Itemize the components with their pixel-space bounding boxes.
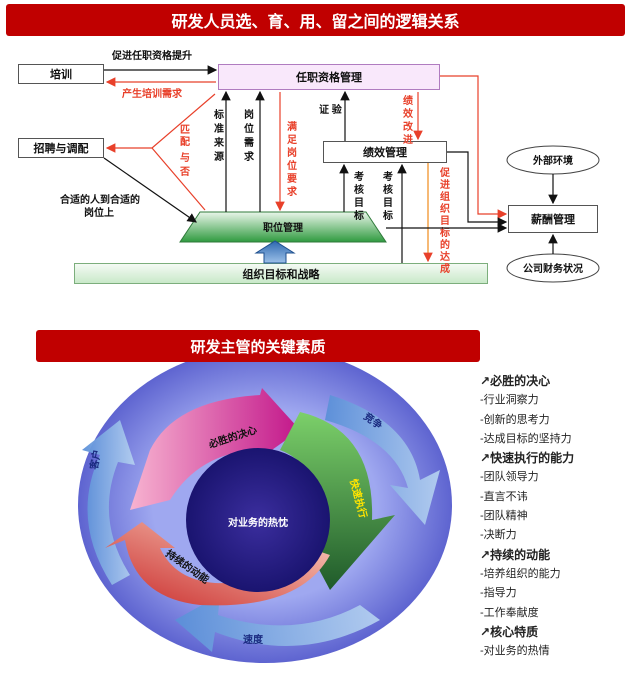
trait-item: 团队精神 bbox=[480, 507, 630, 526]
center-core bbox=[186, 448, 330, 592]
trait-item: 直言不讳 bbox=[480, 488, 630, 507]
svg-text:位: 位 bbox=[287, 159, 297, 172]
svg-text:织: 织 bbox=[440, 202, 450, 215]
train-demand-label: 产生培训需求 bbox=[122, 87, 183, 100]
trait-item: 达成目标的坚持力 bbox=[480, 430, 630, 449]
svg-text:核: 核 bbox=[354, 183, 364, 196]
svg-text:满: 满 bbox=[287, 120, 297, 133]
finance-label: 公司财务状况 bbox=[523, 262, 583, 275]
win-segment bbox=[130, 388, 300, 510]
svg-text:足: 足 bbox=[287, 134, 298, 146]
svg-text:考: 考 bbox=[354, 170, 364, 183]
satisfy-label: 满 足 岗 位 要 求 bbox=[287, 120, 298, 198]
svg-text:配: 配 bbox=[180, 136, 190, 148]
trait-item: 决断力 bbox=[480, 526, 630, 545]
svg-text:绩: 绩 bbox=[403, 94, 413, 107]
svg-text:与: 与 bbox=[180, 151, 190, 164]
external-label: 外部环境 bbox=[532, 154, 573, 167]
svg-text:组: 组 bbox=[440, 190, 450, 203]
svg-text:目: 目 bbox=[440, 215, 450, 227]
compete-arrow bbox=[325, 395, 440, 525]
trait-item: 行业洞察力 bbox=[480, 391, 630, 410]
speed-label: 速度 bbox=[243, 633, 264, 646]
svg-text:考: 考 bbox=[383, 170, 393, 183]
top-title-banner: 研发人员选、育、用、留之间的逻辑关系 bbox=[6, 4, 625, 36]
svg-text:要: 要 bbox=[287, 173, 297, 185]
trait-item: 培养组织的能力 bbox=[480, 565, 630, 584]
assess1-label: 考 核 目 标 bbox=[353, 170, 364, 222]
right-person-label-2: 岗位上 bbox=[84, 206, 114, 219]
customer-label: 客户 bbox=[87, 449, 103, 472]
svg-text:的: 的 bbox=[440, 238, 450, 251]
speed-arrow bbox=[175, 595, 380, 652]
std-source-label: 标 准 来 源 bbox=[213, 108, 225, 163]
performance-box: 绩效管理 bbox=[323, 141, 447, 163]
promote-qual-label: 促进任职资格提升 bbox=[111, 49, 192, 62]
svg-text:位: 位 bbox=[244, 122, 254, 135]
svg-text:进: 进 bbox=[403, 133, 413, 146]
quality-cycle bbox=[78, 347, 452, 663]
svg-text:改: 改 bbox=[403, 120, 414, 133]
qualification-box: 任职资格管理 bbox=[218, 64, 440, 90]
strategy-up-arrow bbox=[254, 240, 296, 264]
svg-text:源: 源 bbox=[214, 150, 224, 163]
svg-text:标: 标 bbox=[353, 209, 364, 222]
svg-text:达: 达 bbox=[440, 250, 450, 263]
svg-text:促: 促 bbox=[439, 166, 451, 179]
post-demand-label: 岗 位 需 求 bbox=[244, 108, 255, 163]
mid-title-banner: 研发主管的关键素质 bbox=[36, 330, 480, 362]
salary-box: 薪酬管理 bbox=[508, 205, 598, 233]
trait-heading: 快速执行的能力 bbox=[480, 449, 630, 468]
position-label: 职位管理 bbox=[263, 221, 303, 234]
perf-improve-label: 绩 效 改 进 bbox=[403, 94, 414, 146]
match-label: 匹 配 与 否 bbox=[179, 124, 190, 178]
svg-text:匹: 匹 bbox=[180, 124, 190, 136]
trait-item: 指导力 bbox=[480, 584, 630, 603]
svg-text:来: 来 bbox=[213, 136, 225, 149]
trait-heading: 核心特质 bbox=[480, 623, 630, 642]
trait-item: 团队领导力 bbox=[480, 468, 630, 487]
svg-text:岗: 岗 bbox=[244, 108, 254, 121]
svg-text:核: 核 bbox=[383, 183, 393, 196]
svg-text:求: 求 bbox=[244, 150, 255, 163]
svg-text:需: 需 bbox=[244, 137, 254, 149]
right-person-label-1: 合适的人到合适的 bbox=[59, 193, 140, 206]
svg-text:标: 标 bbox=[439, 226, 450, 239]
svg-text:目: 目 bbox=[354, 197, 364, 209]
svg-text:求: 求 bbox=[287, 185, 298, 198]
svg-text:否: 否 bbox=[179, 166, 190, 178]
svg-text:成: 成 bbox=[440, 262, 450, 275]
svg-text:岗: 岗 bbox=[287, 146, 297, 159]
training-box: 培训 bbox=[18, 64, 104, 84]
svg-text:进: 进 bbox=[440, 178, 450, 191]
svg-text:目: 目 bbox=[383, 197, 393, 209]
svg-text:效: 效 bbox=[403, 107, 414, 120]
center-label: 对业务的热忱 bbox=[228, 516, 288, 529]
trait-heading: 必胜的决心 bbox=[480, 372, 630, 391]
svg-text:标: 标 bbox=[213, 108, 224, 121]
trait-item: 工作奉献度 bbox=[480, 604, 630, 623]
svg-text:准: 准 bbox=[214, 122, 224, 135]
trait-heading: 持续的动能 bbox=[480, 546, 630, 565]
recruit-box: 招聘与调配 bbox=[18, 138, 104, 158]
trait-item: 对业务的热情 bbox=[480, 642, 630, 661]
svg-text:标: 标 bbox=[382, 209, 393, 222]
customer-arrow bbox=[82, 420, 135, 585]
verify-label: 证 验 bbox=[319, 103, 343, 116]
trait-item: 创新的思考力 bbox=[480, 411, 630, 430]
traits-list: 必胜的决心 行业洞察力 创新的思考力 达成目标的坚持力 快速执行的能力 团队领导… bbox=[480, 372, 630, 661]
position-trapezoid bbox=[179, 211, 387, 243]
assess2-label: 考 核 目 标 bbox=[382, 170, 393, 222]
promote-goal-label: 促 进 组 织 目 标 的 达 成 bbox=[439, 166, 451, 275]
